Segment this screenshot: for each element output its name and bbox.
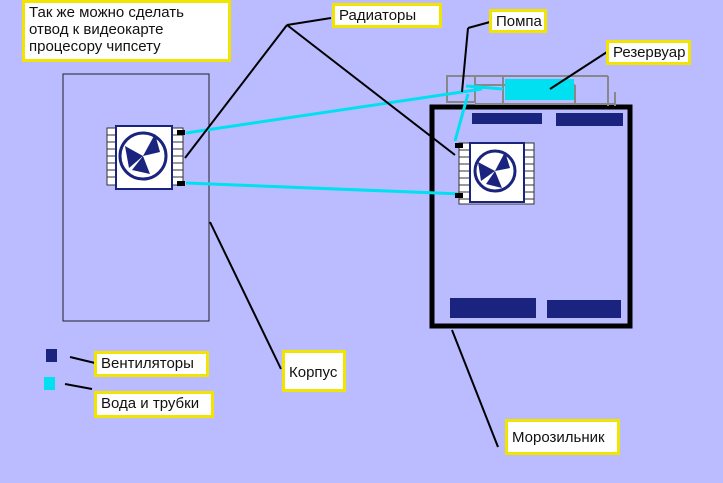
case-label: Корпус — [282, 350, 346, 392]
note-label: Так же можно сделать отвод к видеокарте … — [22, 0, 231, 62]
freezer-label: Морозильник — [505, 419, 620, 455]
water-tubes — [185, 84, 504, 196]
radiators-label: Радиаторы — [332, 3, 442, 28]
right-fitting-top — [455, 143, 463, 148]
right-fitting-bottom — [455, 193, 463, 198]
pump-label: Помпа — [489, 9, 547, 33]
reservoir-water — [505, 79, 574, 100]
water-tubes-label: Вода и трубки — [94, 391, 214, 418]
reservoir-label: Резервуар — [606, 40, 691, 65]
freezer-shelf-1 — [472, 113, 542, 124]
fans-label: Вентиляторы — [94, 351, 209, 377]
freezer-box — [429, 104, 633, 329]
left-fan-icon — [115, 125, 173, 190]
pc-case — [62, 73, 210, 322]
legend-fan-swatch — [46, 349, 57, 362]
pointer-lines — [64, 17, 608, 448]
legend-water-swatch — [44, 377, 55, 390]
freezer-shelf-2 — [556, 113, 623, 126]
freezer-shelf-4 — [547, 300, 621, 318]
left-fitting-bottom — [177, 181, 185, 186]
left-fitting-top — [177, 130, 185, 135]
right-fan-icon — [469, 142, 525, 203]
freezer-shelf-3 — [450, 298, 536, 318]
